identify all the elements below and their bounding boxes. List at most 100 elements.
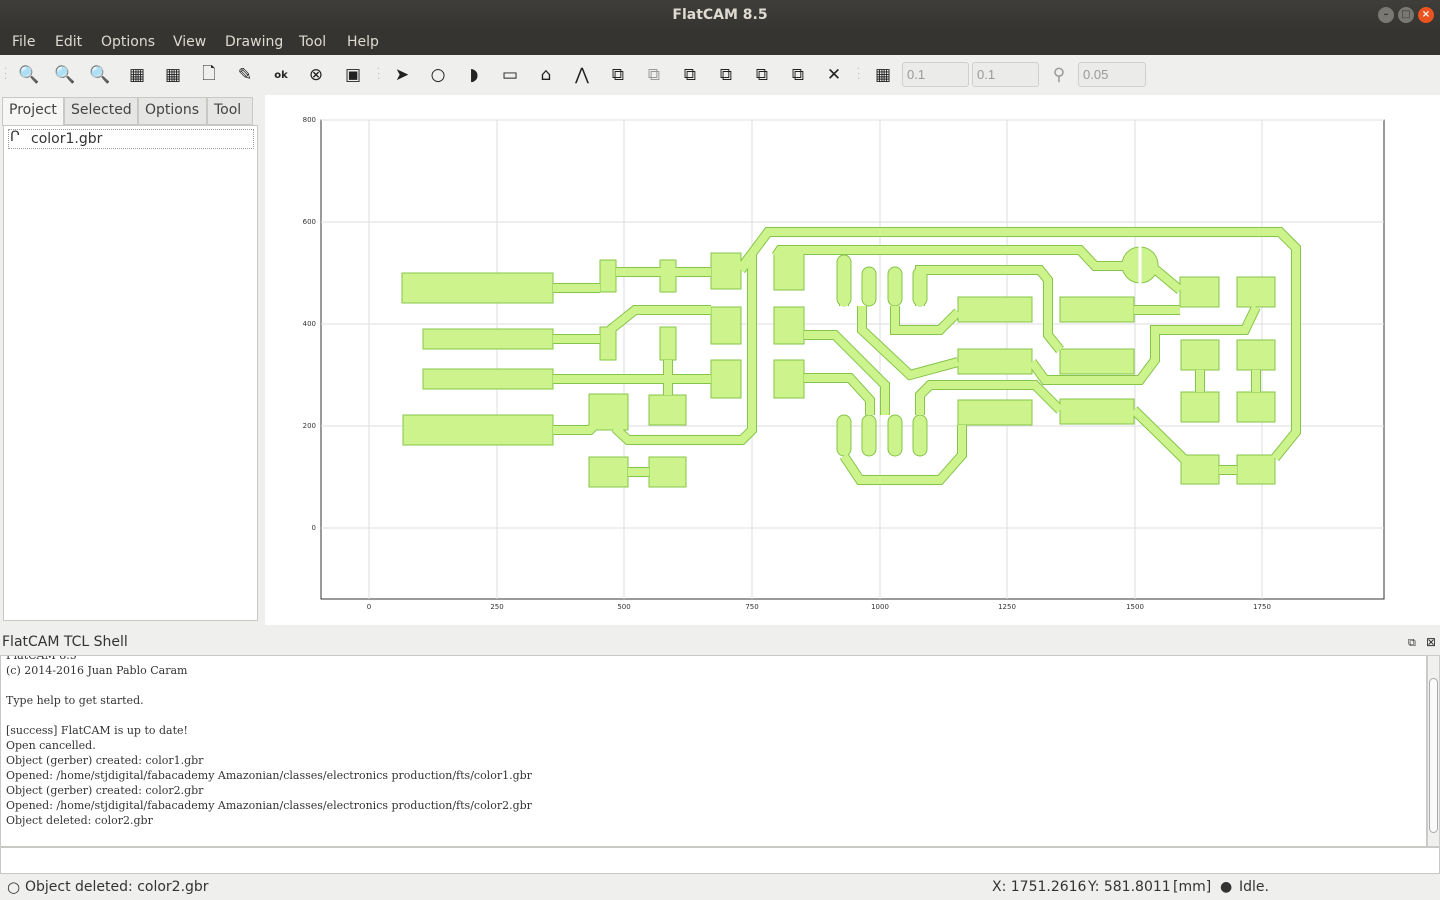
activity-status: Idle.	[1239, 879, 1269, 895]
menu-view[interactable]: View	[173, 34, 207, 50]
pad	[1059, 348, 1135, 375]
grid-y-input[interactable]	[972, 62, 1039, 87]
y-tick-label: 800	[303, 116, 316, 124]
zoom-out-icon[interactable]: 🔍	[54, 65, 76, 85]
trace	[1131, 407, 1198, 473]
trace	[607, 306, 711, 334]
x-tick-label: 0	[367, 603, 371, 611]
project-item-color1[interactable]: color1.gbr	[8, 129, 254, 149]
shell-icon[interactable]: ▣	[344, 65, 362, 85]
union-icon[interactable]: ⧉	[611, 65, 625, 85]
cut-icon[interactable]: ⧉	[719, 65, 733, 85]
toolbar-grip[interactable]: ···	[857, 64, 861, 85]
shell-output: FlatCAM 8.5(c) 2014-2016 Juan Pablo Cara…	[0, 655, 1427, 847]
activity-icon: ●	[1220, 879, 1233, 895]
gerber-icon: Ր	[10, 129, 20, 145]
copy-icon[interactable]: ⧉	[791, 65, 805, 85]
pad	[1236, 454, 1276, 485]
toolbar-grip[interactable]: ···	[4, 64, 8, 85]
grid-snap-icon[interactable]: ▦	[874, 65, 892, 85]
path-icon[interactable]: ⋀	[575, 65, 589, 85]
status-message: Object deleted: color2.gbr	[25, 879, 209, 895]
close-shell-icon[interactable]: ⊠	[1426, 635, 1437, 649]
trace	[553, 417, 603, 434]
maximize-button[interactable]: □	[1398, 7, 1414, 23]
pad	[659, 326, 677, 361]
intersection-icon[interactable]: ⧉	[647, 65, 661, 85]
shell-title: FlatCAM TCL Shell	[2, 634, 128, 650]
title-bar: FlatCAM 8.5 – □ ×	[0, 0, 1440, 30]
x-tick-label: 1500	[1126, 603, 1144, 611]
y-tick-label: 200	[303, 422, 316, 430]
grid-x-input[interactable]	[902, 62, 969, 87]
trace	[891, 306, 961, 334]
corner-snap-icon[interactable]: ⚲	[1052, 65, 1066, 85]
pad	[1059, 398, 1135, 425]
tab-project[interactable]: Project	[2, 97, 64, 126]
snap-max-input[interactable]	[1078, 62, 1146, 87]
trace	[804, 374, 874, 415]
delete-shape-icon[interactable]: ✕	[826, 65, 842, 85]
tab-selected[interactable]: Selected	[64, 97, 138, 125]
replot-icon[interactable]: ▦	[164, 65, 182, 85]
edit-geometry-icon[interactable]: ✎	[237, 65, 253, 85]
pad	[710, 252, 742, 290]
zoom-in-icon[interactable]: 🔍	[89, 65, 111, 85]
pad	[1180, 339, 1220, 371]
pad	[957, 399, 1033, 426]
clear-plot-icon[interactable]: ▦	[128, 65, 146, 85]
menu-help[interactable]: Help	[347, 34, 379, 50]
menu-drawing[interactable]: Drawing	[225, 34, 284, 50]
y-tick-label: 400	[303, 320, 316, 328]
shell-line	[6, 678, 1421, 693]
menu-options[interactable]: Options	[101, 34, 156, 50]
polygon-icon[interactable]: ⌂	[540, 65, 552, 85]
pad	[588, 456, 629, 488]
select-icon[interactable]: ➤	[394, 65, 410, 85]
trace	[804, 331, 889, 415]
shell-command-input[interactable]	[0, 847, 1440, 874]
pad	[1059, 296, 1135, 323]
rectangle-icon[interactable]: ▭	[501, 65, 519, 85]
float-icon[interactable]: ⧉	[1408, 636, 1416, 649]
pad	[648, 456, 687, 488]
tab-tool[interactable]: Tool	[207, 97, 253, 125]
scrollbar-thumb[interactable]	[1429, 678, 1438, 833]
update-geometry-icon[interactable]: ok	[274, 69, 288, 81]
move-icon[interactable]: ⧉	[755, 65, 769, 85]
trace	[772, 246, 1125, 270]
menu-tool[interactable]: Tool	[299, 34, 327, 50]
shell-line	[6, 708, 1421, 723]
shell-line: FlatCAM 8.5	[6, 655, 77, 662]
subtract-icon[interactable]: ⧉	[683, 65, 697, 85]
arc-icon[interactable]: ◗	[469, 65, 479, 85]
pad	[957, 348, 1033, 375]
menu-file[interactable]: File	[12, 34, 36, 50]
pad	[773, 252, 805, 291]
new-project-icon[interactable]: 🗋	[202, 63, 216, 84]
pad	[1179, 276, 1220, 308]
x-tick-label: 250	[490, 603, 503, 611]
tab-options[interactable]: Options	[138, 97, 207, 125]
shell-scrollbar[interactable]	[1427, 655, 1440, 847]
zoom-fit-icon[interactable]: 🔍	[18, 65, 40, 85]
delete-object-icon[interactable]: ⊗	[308, 65, 324, 85]
circle-icon[interactable]: ○	[430, 65, 446, 85]
minimize-button[interactable]: –	[1378, 7, 1394, 23]
trace	[1147, 261, 1183, 294]
y-coordinate: Y: 581.8011	[1088, 879, 1171, 895]
toolbar-grip[interactable]: ···	[377, 64, 381, 85]
window-title: FlatCAM 8.5	[672, 7, 768, 23]
pad-oval	[836, 414, 852, 457]
pad	[401, 272, 554, 304]
pad	[1180, 391, 1220, 423]
x-tick-label: 1000	[871, 603, 889, 611]
close-button[interactable]: ×	[1418, 7, 1434, 23]
menu-edit[interactable]: Edit	[55, 34, 83, 50]
pad-oval	[887, 266, 903, 307]
trace	[1028, 305, 1260, 384]
pad	[599, 259, 617, 293]
trace	[916, 381, 1063, 415]
